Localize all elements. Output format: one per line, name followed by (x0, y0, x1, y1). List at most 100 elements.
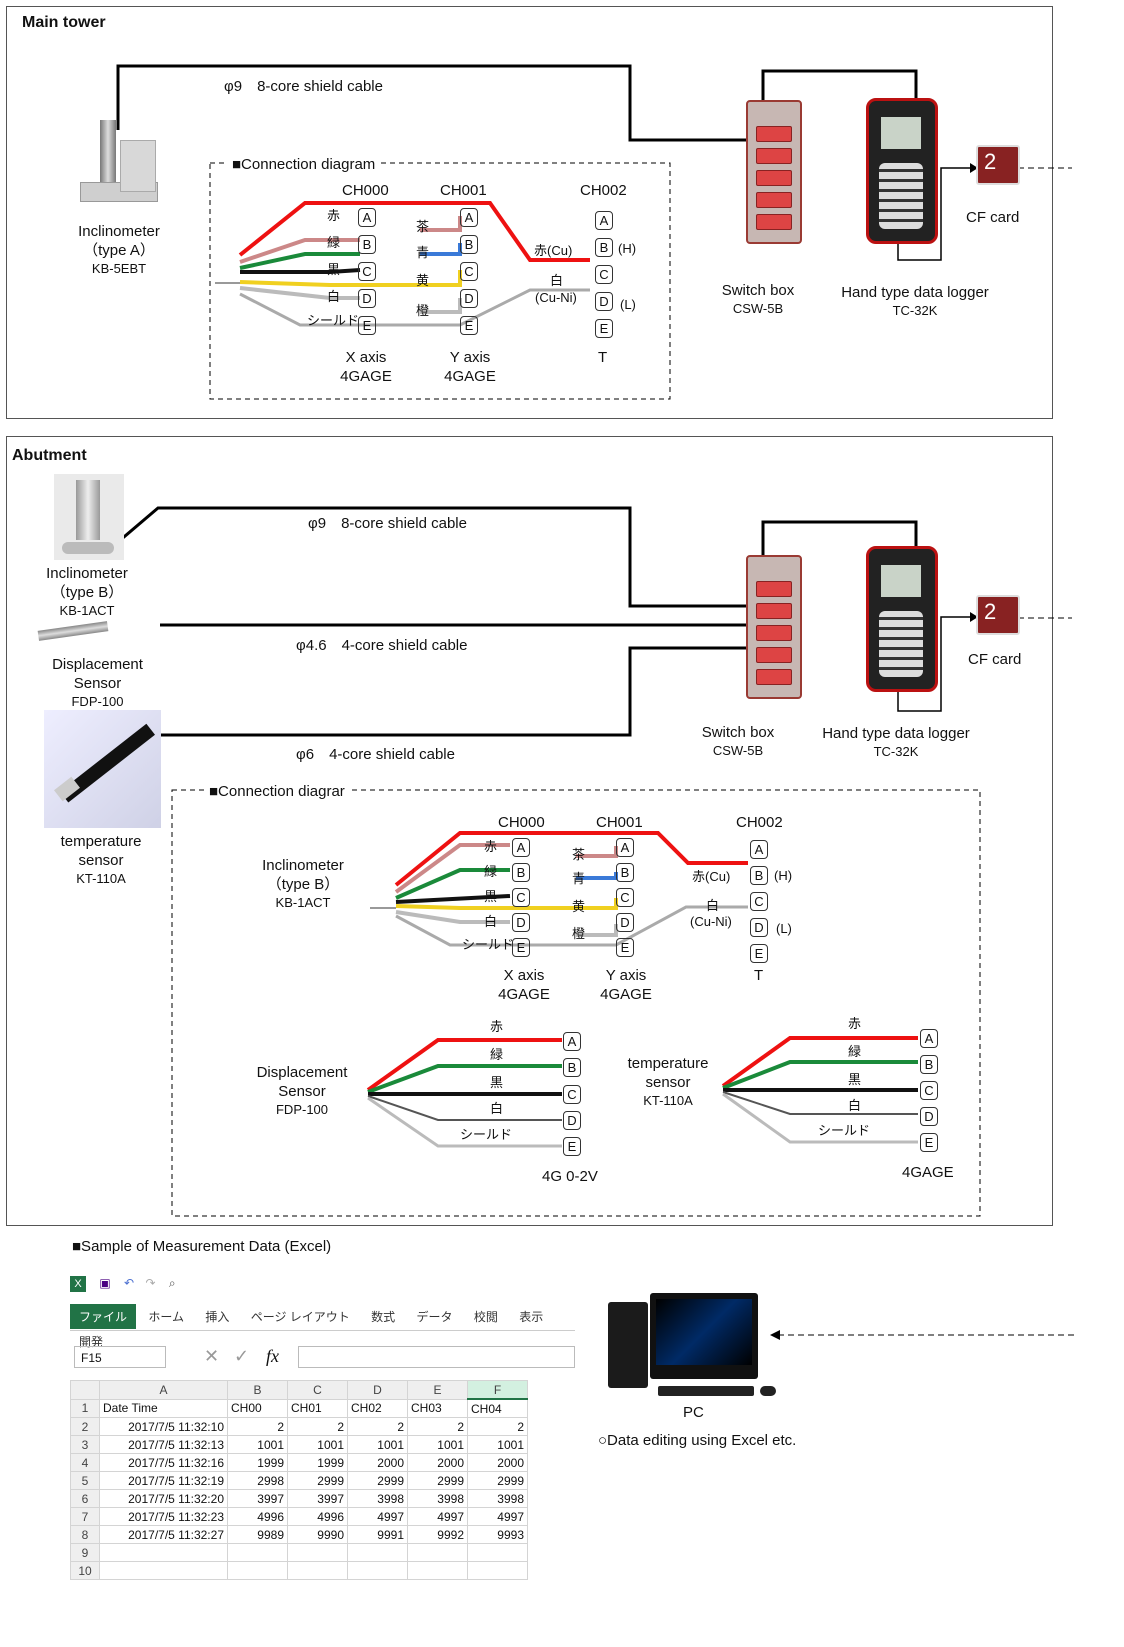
undo-icon[interactable]: ↶ (124, 1276, 135, 1290)
cell[interactable]: 2017/7/5 11:32:19 (99, 1471, 228, 1490)
cell[interactable]: 2000 (347, 1453, 408, 1472)
cell[interactable]: 3997 (287, 1489, 348, 1508)
cell[interactable]: 2017/7/5 11:32:13 (99, 1435, 228, 1454)
cell[interactable]: 9992 (407, 1525, 468, 1544)
cell[interactable]: 2999 (347, 1471, 408, 1490)
cell[interactable]: 3998 (347, 1489, 408, 1508)
cancel-icon[interactable]: ✕ (204, 1346, 220, 1366)
cell[interactable] (287, 1561, 348, 1580)
row-header[interactable]: 9 (70, 1543, 100, 1562)
cell[interactable]: 1001 (347, 1435, 408, 1454)
tab-developer[interactable]: 開発 (79, 1335, 104, 1349)
cell[interactable]: 4997 (407, 1507, 468, 1526)
cell[interactable] (99, 1561, 228, 1580)
cell[interactable]: CH00 (227, 1398, 288, 1418)
cell[interactable]: 2999 (287, 1471, 348, 1490)
cell[interactable]: 4996 (227, 1507, 288, 1526)
cell[interactable]: 2017/7/5 11:32:20 (99, 1489, 228, 1508)
cell[interactable] (347, 1561, 408, 1580)
col-header-e[interactable]: E (407, 1380, 468, 1400)
row-header[interactable]: 3 (70, 1435, 100, 1454)
cell[interactable]: 1001 (227, 1435, 288, 1454)
cell[interactable] (407, 1561, 468, 1580)
cell[interactable]: CH03 (407, 1398, 468, 1418)
cell[interactable] (467, 1561, 528, 1580)
cell[interactable]: 9990 (287, 1525, 348, 1544)
tab-formulas[interactable]: 数式 (371, 1310, 396, 1324)
wire-label-white: 白 (327, 289, 341, 304)
cell[interactable]: 2 (287, 1417, 348, 1436)
col-header-d[interactable]: D (347, 1380, 408, 1400)
tab-data[interactable]: データ (416, 1310, 453, 1324)
save-icon[interactable]: ▣ (99, 1276, 111, 1290)
tab-view[interactable]: 表示 (519, 1310, 544, 1324)
cell[interactable]: 1001 (287, 1435, 348, 1454)
cell[interactable]: 3998 (407, 1489, 468, 1508)
cell[interactable]: 1001 (467, 1435, 528, 1454)
disp-term-c: C (563, 1085, 581, 1104)
cell[interactable]: 2000 (407, 1453, 468, 1472)
col-header-b[interactable]: B (227, 1380, 288, 1400)
cell[interactable]: 9991 (347, 1525, 408, 1544)
cell[interactable]: 2017/7/5 11:32:16 (99, 1453, 228, 1472)
cell[interactable]: 2 (227, 1417, 288, 1436)
row-header[interactable]: 10 (70, 1561, 100, 1580)
tab-review[interactable]: 校閲 (473, 1310, 498, 1324)
abutment-term-ch001-e: E (616, 938, 634, 957)
cell[interactable]: 3998 (467, 1489, 528, 1508)
cell[interactable]: 2 (407, 1417, 468, 1436)
tab-file[interactable]: ファイル (70, 1304, 137, 1329)
cell[interactable]: 4997 (467, 1507, 528, 1526)
col-header-f[interactable]: F (467, 1380, 528, 1400)
col-header-a[interactable]: A (99, 1380, 228, 1400)
cell[interactable] (347, 1543, 408, 1562)
tab-insert[interactable]: 挿入 (205, 1310, 230, 1324)
abutment-switch-box-label: Switch box CSW-5B (701, 724, 775, 758)
enter-icon[interactable]: ✓ (234, 1346, 250, 1366)
cell[interactable]: 4996 (287, 1507, 348, 1526)
row-header[interactable]: 1 (70, 1398, 100, 1418)
row-header[interactable]: 6 (70, 1489, 100, 1508)
tab-page-layout[interactable]: ページ レイアウト (250, 1310, 350, 1324)
cell[interactable]: 2998 (227, 1471, 288, 1490)
cell[interactable]: 2 (467, 1417, 528, 1436)
cell[interactable]: 1001 (407, 1435, 468, 1454)
cell[interactable] (287, 1543, 348, 1562)
col-header-c[interactable]: C (287, 1380, 348, 1400)
cell[interactable]: 9993 (467, 1525, 528, 1544)
name-box[interactable]: F15 (74, 1346, 166, 1368)
row-header[interactable]: 8 (70, 1525, 100, 1544)
cell[interactable]: 9989 (227, 1525, 288, 1544)
cell[interactable]: CH02 (347, 1398, 408, 1418)
print-preview-icon[interactable]: ⌕ (168, 1276, 176, 1290)
term-ch000-d: D (358, 289, 376, 308)
select-all-corner[interactable] (70, 1380, 100, 1400)
cell[interactable]: 2999 (407, 1471, 468, 1490)
function-icon[interactable]: fx (266, 1346, 279, 1366)
redo-icon[interactable]: ↷ (145, 1276, 156, 1290)
cell[interactable]: CH04 (467, 1398, 528, 1418)
row-header[interactable]: 4 (70, 1453, 100, 1472)
row-header[interactable]: 5 (70, 1471, 100, 1490)
cell[interactable]: Date Time (99, 1398, 228, 1418)
cell[interactable]: 2017/7/5 11:32:27 (99, 1525, 228, 1544)
cell[interactable]: 2017/7/5 11:32:23 (99, 1507, 228, 1526)
cell[interactable]: 1999 (287, 1453, 348, 1472)
row-header[interactable]: 7 (70, 1507, 100, 1526)
formula-input[interactable] (298, 1346, 575, 1368)
cell[interactable]: CH01 (287, 1398, 348, 1418)
cell[interactable] (407, 1543, 468, 1562)
cell[interactable] (467, 1543, 528, 1562)
cell[interactable]: 2 (347, 1417, 408, 1436)
cell[interactable]: 2017/7/5 11:32:10 (99, 1417, 228, 1436)
cell[interactable] (99, 1543, 228, 1562)
cell[interactable]: 3997 (227, 1489, 288, 1508)
cell[interactable] (227, 1561, 288, 1580)
cell[interactable]: 1999 (227, 1453, 288, 1472)
row-header[interactable]: 2 (70, 1417, 100, 1436)
cell[interactable]: 2999 (467, 1471, 528, 1490)
cell[interactable]: 4997 (347, 1507, 408, 1526)
tab-home[interactable]: ホーム (148, 1310, 184, 1324)
cell[interactable] (227, 1543, 288, 1562)
cell[interactable]: 2000 (467, 1453, 528, 1472)
